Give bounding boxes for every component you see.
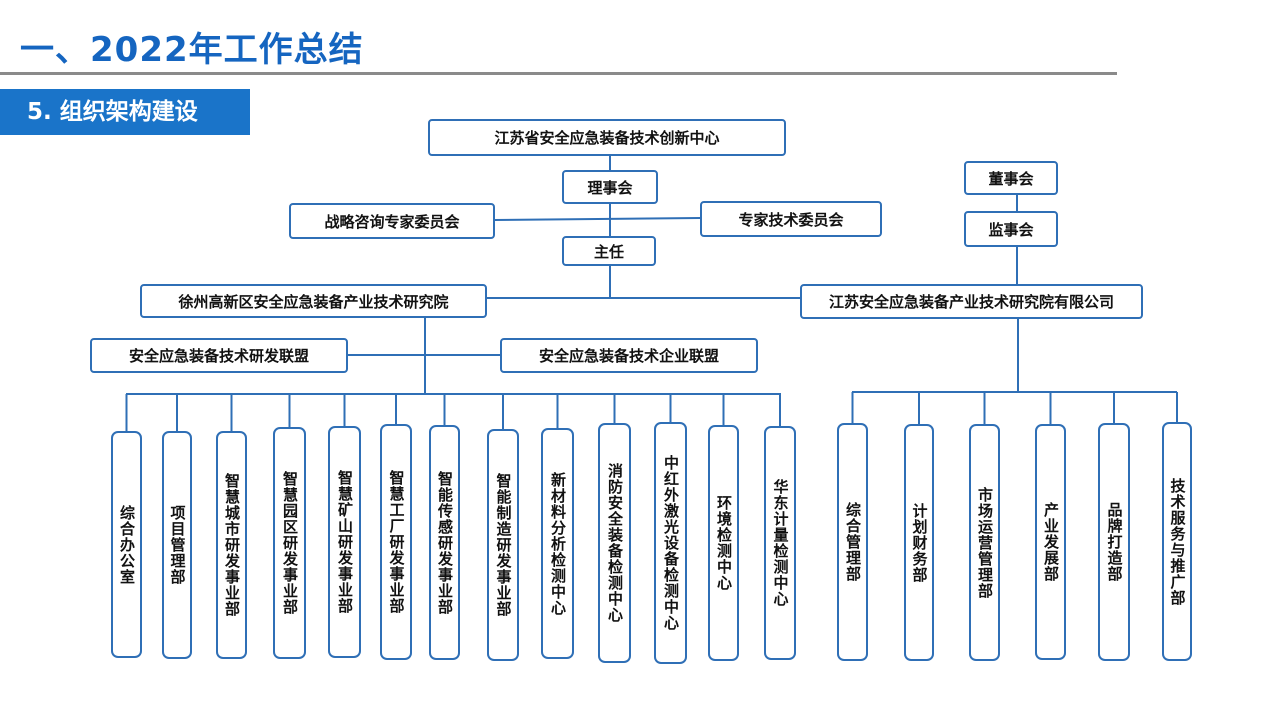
board-box: 董事会	[964, 161, 1058, 195]
page-title: 一、2022年工作总结	[20, 30, 364, 70]
right-company-box: 江苏安全应急装备产业技术研究院有限公司	[800, 284, 1143, 319]
expert-committee-box: 专家技术委员会	[700, 201, 882, 237]
strategy-committee-label: 战略咨询专家委员会	[324, 212, 460, 231]
left-department-label: 环境检测中心	[715, 495, 733, 591]
right-department-label: 计划财务部	[910, 502, 929, 583]
left-department-label: 智慧工厂研发事业部	[387, 470, 406, 614]
left-department-box: 环境检测中心	[708, 425, 739, 661]
left-department-label: 智慧园区研发事业部	[281, 471, 299, 615]
council-box: 理事会	[562, 170, 658, 204]
enterprise-alliance-box: 安全应急装备技术企业联盟	[500, 338, 758, 373]
left-department-box: 智慧矿山研发事业部	[328, 426, 361, 658]
left-department-box: 智能制造研发事业部	[487, 429, 519, 661]
right-department-label: 综合管理部	[844, 502, 862, 582]
strategy-committee-box: 战略咨询专家委员会	[289, 203, 495, 239]
left-department-label: 智慧城市研发事业部	[223, 473, 241, 617]
director-label: 主任	[593, 242, 624, 261]
left-department-label: 消防安全装备检测中心	[606, 463, 624, 623]
innovation-center-box: 江苏省安全应急装备技术创新中心	[428, 119, 786, 156]
rd-alliance-box: 安全应急装备技术研发联盟	[90, 338, 348, 373]
left-department-box: 消防安全装备检测中心	[598, 423, 631, 663]
left-department-label: 中红外激光设备检测中心	[662, 455, 680, 631]
left-department-box: 智慧工厂研发事业部	[380, 424, 412, 660]
right-department-box: 技术服务与推广部	[1162, 422, 1192, 661]
left-department-label: 智能传感研发事业部	[436, 470, 454, 615]
left-department-label: 综合办公室	[118, 504, 136, 585]
left-department-box: 华东计量检测中心	[764, 426, 796, 660]
supervisors-box: 监事会	[964, 211, 1058, 247]
left-department-box: 智能传感研发事业部	[429, 425, 460, 660]
director-box: 主任	[562, 236, 656, 266]
supervisors-label: 监事会	[988, 220, 1034, 239]
right-department-box: 综合管理部	[837, 423, 868, 661]
section-label: 5. 组织架构建设	[0, 89, 250, 135]
right-department-box: 市场运营管理部	[969, 424, 1000, 661]
right-company-label: 江苏安全应急装备产业技术研究院有限公司	[828, 293, 1114, 311]
left-department-label: 项目管理部	[168, 505, 187, 585]
enterprise-alliance-label: 安全应急装备技术企业联盟	[538, 347, 719, 365]
right-department-box: 计划财务部	[904, 424, 934, 661]
expert-committee-label: 专家技术委员会	[738, 210, 844, 229]
left-institute-box: 徐州高新区安全应急装备产业技术研究院	[140, 284, 487, 318]
innovation-center-label: 江苏省安全应急装备技术创新中心	[494, 129, 720, 147]
left-institute-label: 徐州高新区安全应急装备产业技术研究院	[178, 292, 449, 311]
right-department-label: 技术服务与推广部	[1168, 477, 1187, 606]
left-department-label: 新材料分析检测中心	[549, 471, 567, 616]
board-label: 董事会	[988, 169, 1034, 188]
left-department-box: 综合办公室	[111, 431, 142, 658]
title-divider	[0, 72, 1117, 75]
left-department-box: 项目管理部	[162, 431, 192, 659]
right-department-box: 品牌打造部	[1098, 423, 1130, 661]
right-department-label: 品牌打造部	[1105, 502, 1124, 582]
left-department-box: 新材料分析检测中心	[541, 428, 574, 659]
left-department-label: 智能制造研发事业部	[494, 473, 513, 617]
left-department-box: 智慧园区研发事业部	[273, 427, 306, 659]
left-department-box: 中红外激光设备检测中心	[654, 422, 687, 664]
right-department-label: 产业发展部	[1042, 502, 1060, 582]
left-department-label: 华东计量检测中心	[771, 479, 790, 607]
left-department-label: 智慧矿山研发事业部	[336, 470, 354, 614]
council-label: 理事会	[587, 178, 633, 197]
left-department-box: 智慧城市研发事业部	[216, 431, 247, 659]
right-department-box: 产业发展部	[1035, 424, 1066, 660]
rd-alliance-label: 安全应急装备技术研发联盟	[128, 347, 309, 365]
right-department-label: 市场运营管理部	[976, 486, 994, 599]
